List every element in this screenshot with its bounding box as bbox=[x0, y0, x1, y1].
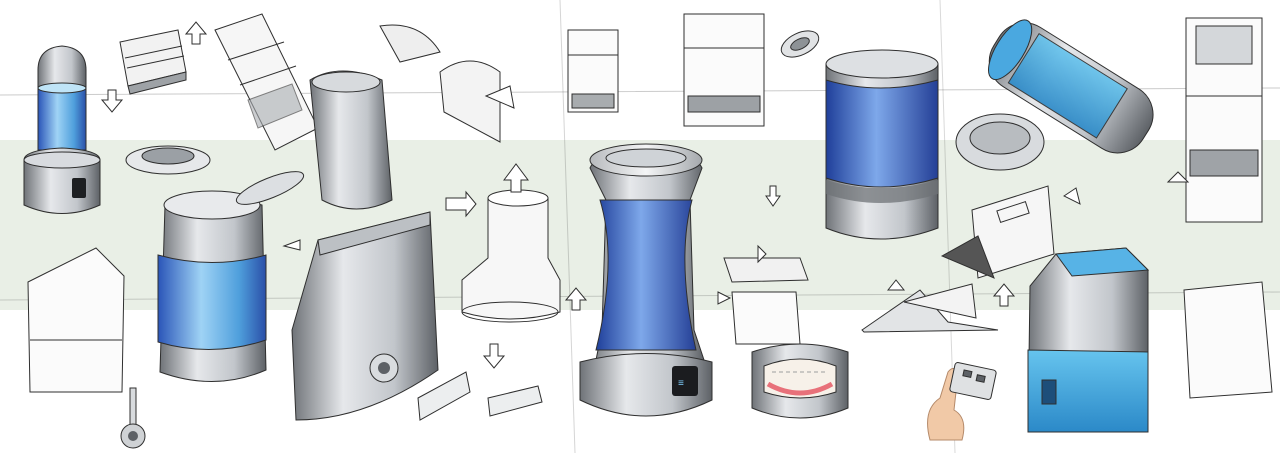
transparent-bottle-sketch bbox=[214, 13, 319, 151]
small-part-sketches bbox=[417, 281, 1273, 421]
outline-box-sketch-3 bbox=[27, 247, 125, 393]
folded-tray-sketch bbox=[861, 283, 999, 333]
hood-sketch bbox=[379, 24, 515, 143]
blue-barrel-sketch bbox=[825, 49, 939, 240]
outline-box-sketch-1 bbox=[567, 29, 619, 113]
capsule-sketch bbox=[780, 30, 820, 58]
svg-text:≡: ≡ bbox=[678, 379, 684, 390]
blue-tank-sketch-1 bbox=[23, 45, 101, 214]
tall-box-sketch bbox=[1185, 17, 1263, 223]
large-grey-body-sketch bbox=[291, 211, 439, 421]
button-panel-icon bbox=[949, 362, 997, 400]
tilted-cyan-capsule bbox=[955, 19, 1154, 171]
stand-sketch bbox=[940, 185, 1055, 279]
tray-sketch bbox=[119, 29, 187, 95]
blue-base-box bbox=[1027, 247, 1150, 433]
denture-icon bbox=[766, 381, 834, 396]
arrow-icon bbox=[100, 21, 1190, 369]
outline-box-sketch-2 bbox=[683, 13, 765, 127]
grey-flat-bottle-sketch bbox=[309, 70, 393, 210]
funnel-sketch bbox=[461, 189, 561, 323]
denture-bath bbox=[751, 343, 849, 419]
key-sketch bbox=[120, 387, 146, 449]
blue-cylinder-sketch bbox=[157, 171, 305, 383]
clip-sketch bbox=[723, 257, 809, 345]
lid-disc-sketch-1 bbox=[125, 145, 211, 175]
central-hourglass-product: ≡ bbox=[579, 143, 713, 417]
